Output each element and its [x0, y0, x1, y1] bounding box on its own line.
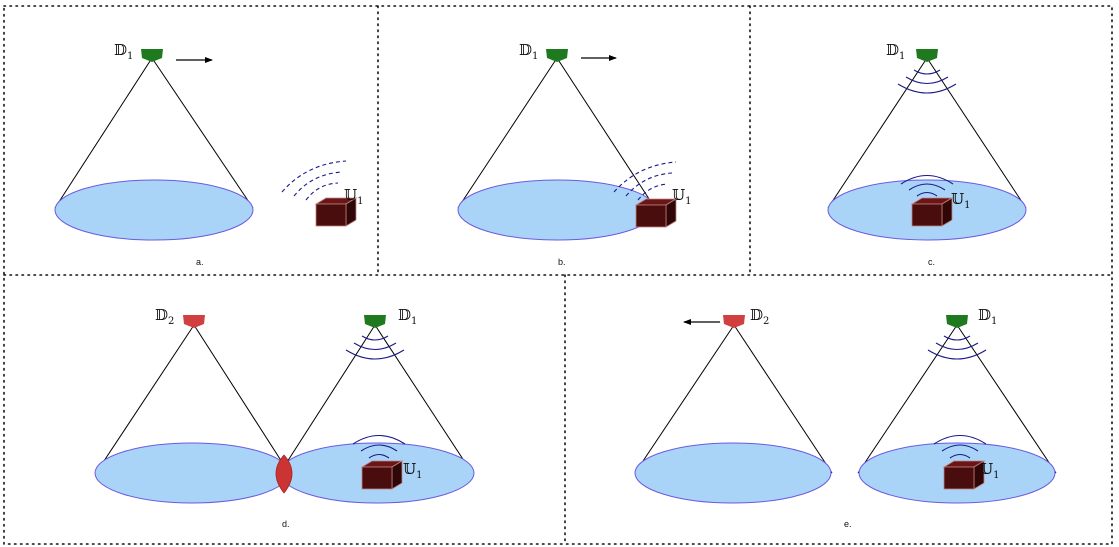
drone-signal-waves: [927, 335, 987, 360]
user-index: 1: [357, 196, 363, 207]
user-device-icon: [634, 198, 678, 228]
drone-index: 1: [127, 51, 133, 62]
svg-text:𝔻1: 𝔻1: [978, 306, 997, 327]
panel-e: 𝔻2 𝔻1 𝕌1 e.: [634, 306, 1057, 529]
svg-text:𝕌1: 𝕌1: [672, 186, 691, 207]
user-symbol: 𝕌: [403, 460, 416, 478]
svg-text:𝕌1: 𝕌1: [951, 190, 970, 211]
panel-label: b.: [558, 257, 566, 267]
signal-waves-dashed: [281, 160, 347, 201]
svg-text:𝔻1: 𝔻1: [886, 41, 905, 62]
drone-index: 2: [763, 316, 769, 327]
drone-index: 2: [168, 316, 174, 327]
user-device-icon: [314, 197, 358, 227]
coverage-area: [54, 179, 254, 241]
coverage-area-drone-2: [634, 442, 832, 504]
drone-symbol: 𝔻: [155, 306, 168, 324]
user-signal-waves: [933, 434, 987, 459]
user-index: 1: [416, 470, 422, 481]
panel-a: 𝔻1 𝕌1 a.: [54, 41, 363, 267]
user-symbol: 𝕌: [951, 190, 964, 208]
svg-text:𝔻2: 𝔻2: [750, 306, 769, 327]
drone-1-icon: [546, 49, 568, 62]
user-symbol: 𝕌: [980, 460, 993, 478]
svg-text:𝔻2: 𝔻2: [155, 306, 174, 327]
drone-index: 1: [411, 316, 417, 327]
panel-d: 𝔻2 𝔻1 𝕌1 d.: [94, 306, 475, 529]
svg-text:𝕌1: 𝕌1: [403, 460, 422, 481]
svg-text:𝔻1: 𝔻1: [398, 306, 417, 327]
user-index: 1: [964, 200, 970, 211]
svg-text:𝔻1: 𝔻1: [519, 41, 538, 62]
panel-frame: [3, 5, 1113, 545]
drone-index: 1: [532, 51, 538, 62]
coverage-area: [457, 179, 657, 241]
svg-text:𝔻1: 𝔻1: [114, 41, 133, 62]
coverage-overlap-region: [275, 454, 293, 494]
drone-1-icon: [364, 315, 386, 328]
drone-symbol: 𝔻: [519, 41, 532, 59]
user-device-icon: [360, 460, 404, 490]
drone-symbol: 𝔻: [398, 306, 411, 324]
drone-2-icon: [183, 315, 205, 328]
drone-index: 1: [899, 51, 905, 62]
drone-index: 1: [991, 316, 997, 327]
user-symbol: 𝕌: [672, 186, 685, 204]
svg-text:𝕌1: 𝕌1: [980, 460, 999, 481]
panel-c: 𝔻1 𝕌1 c.: [827, 41, 1027, 267]
panel-label: e.: [844, 519, 852, 529]
user-index: 1: [685, 196, 691, 207]
panel-label: a.: [196, 257, 204, 267]
drone-symbol: 𝔻: [750, 306, 763, 324]
panel-b: 𝔻1 𝕌1 b.: [457, 41, 691, 267]
user-index: 1: [993, 470, 999, 481]
svg-text:𝕌1: 𝕌1: [344, 186, 363, 207]
user-signal-waves: [352, 434, 406, 459]
signal-waves-dashed: [613, 161, 677, 201]
drone-2-icon: [723, 315, 745, 328]
user-device-icon: [910, 197, 954, 227]
drone-symbol: 𝔻: [978, 306, 991, 324]
drone-1-icon: [141, 49, 163, 62]
user-symbol: 𝕌: [344, 186, 357, 204]
drone-signal-waves: [897, 69, 957, 94]
drone-1-icon: [946, 315, 968, 328]
coverage-area-drone-2: [94, 442, 290, 504]
drone-1-icon: [916, 49, 938, 62]
drone-symbol: 𝔻: [114, 41, 127, 59]
user-signal-waves: [900, 174, 954, 197]
drone-signal-waves: [345, 335, 405, 360]
user-device-icon: [942, 460, 986, 490]
panel-label: c.: [928, 257, 935, 267]
panel-label: d.: [282, 519, 290, 529]
drone-symbol: 𝔻: [886, 41, 899, 59]
